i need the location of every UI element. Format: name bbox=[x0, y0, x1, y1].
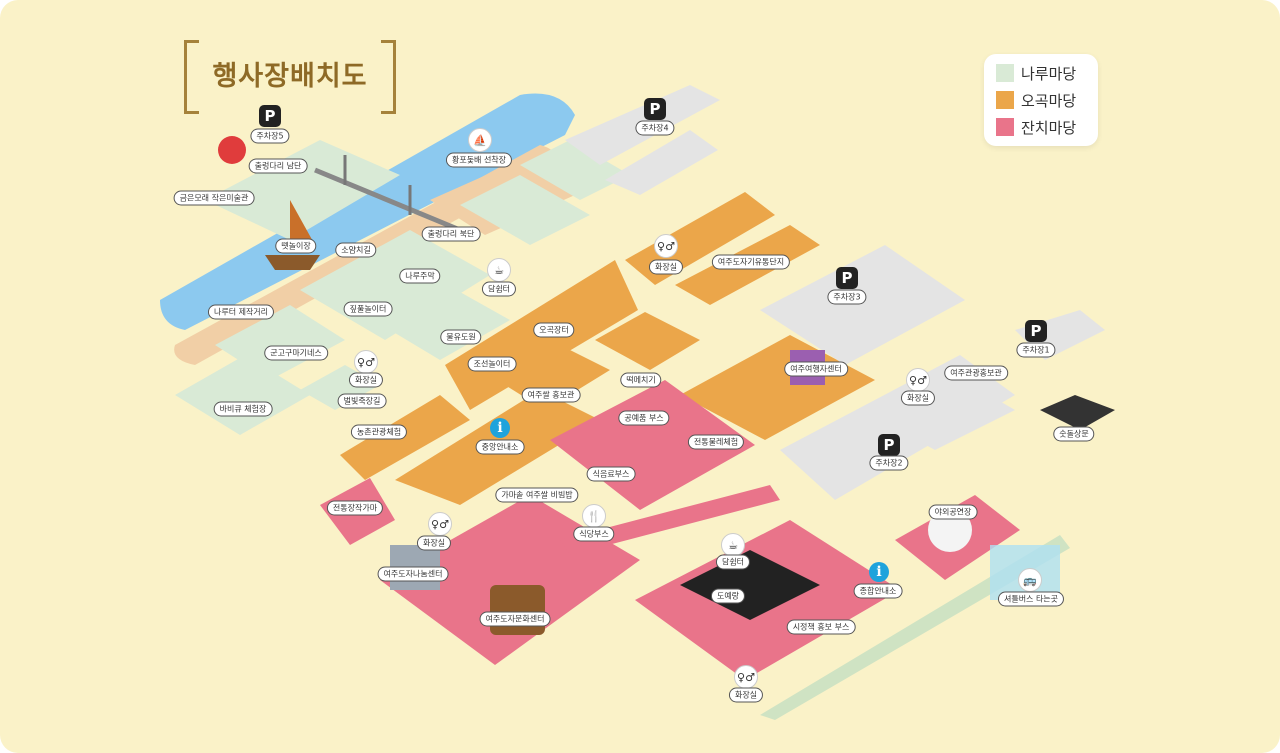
label-main-info: 중앙안내소 bbox=[475, 439, 525, 455]
legend-item-ogok: 오곡마당 bbox=[996, 89, 1076, 111]
naru-zone-c bbox=[520, 140, 630, 200]
parking-icon: P bbox=[1025, 320, 1047, 342]
legend-swatch bbox=[996, 118, 1014, 136]
label-city-booth: 시정책 홍보 부스 bbox=[786, 619, 856, 635]
map-title: 행사장배치도 bbox=[184, 40, 396, 114]
restroom-icon: ♀♂ bbox=[654, 234, 678, 258]
label-restaurant-booth: 식당부스 bbox=[573, 526, 615, 542]
hot-air-balloon bbox=[218, 136, 246, 164]
label-soap-bubble: 소얌치길 bbox=[335, 242, 377, 258]
label-outdoor-stage: 야외공연장 bbox=[928, 504, 978, 520]
label-restroom-right: 화장실 bbox=[900, 390, 936, 406]
legend-label: 잔치마당 bbox=[1021, 118, 1077, 137]
restroom-icon: ♀♂ bbox=[906, 368, 930, 392]
label-restroom-top: 화장실 bbox=[648, 259, 684, 275]
sailboat bbox=[265, 255, 320, 270]
page-title: 행사장배치도 bbox=[212, 61, 368, 92]
label-smoking: 담쉼터 bbox=[481, 281, 517, 297]
label-boat-yard: 뗏놀이장 bbox=[275, 238, 317, 254]
label-food-booth: 식음료부스 bbox=[586, 466, 636, 482]
label-parking1: 주차장1 bbox=[1016, 342, 1056, 358]
ogok-zone-b bbox=[340, 395, 470, 480]
label-joseon-play: 조선놀이터 bbox=[467, 356, 517, 372]
culture-center-building bbox=[490, 585, 545, 635]
legend-item-naru: 나루마당 bbox=[996, 62, 1076, 84]
restroom-icon: ♀♂ bbox=[428, 512, 452, 536]
label-smoking-2: 담쉼터 bbox=[715, 554, 751, 570]
tourism-plaza bbox=[880, 378, 1015, 450]
legend-swatch bbox=[996, 91, 1014, 109]
bus-icon: 🚌 bbox=[1018, 568, 1042, 592]
label-culture-center: 여주도자문화센터 bbox=[479, 611, 551, 627]
legend: 나루마당 오곡마당 잔치마당 bbox=[984, 54, 1098, 146]
naru-zone-g bbox=[175, 355, 310, 435]
label-mulyu: 물유도원 bbox=[440, 329, 482, 345]
road-strip bbox=[560, 485, 780, 555]
label-parking3: 주차장3 bbox=[827, 289, 867, 305]
label-bridge-south: 출렁다리 남단 bbox=[248, 158, 308, 174]
label-parking4: 주차장4 bbox=[635, 120, 675, 136]
label-crafts-booth: 공예품 부스 bbox=[618, 410, 670, 426]
label-bridge-north: 출렁다리 북단 bbox=[421, 226, 481, 242]
naru-zone-e bbox=[390, 292, 510, 360]
sailboat-icon: ⛵ bbox=[468, 128, 492, 152]
label-ceramics-experience: 전통물레체험 bbox=[687, 434, 745, 450]
legend-swatch bbox=[996, 64, 1014, 82]
parking-icon: P bbox=[259, 105, 281, 127]
label-art-museum: 금은모래 작은미술관 bbox=[173, 190, 255, 206]
label-rice-promo: 여주쌀 홍보관 bbox=[521, 387, 581, 403]
smoking-area-icon: ☕ bbox=[487, 258, 511, 282]
legend-label: 나루마당 bbox=[1021, 64, 1077, 83]
label-bbq: 바비큐 체험장 bbox=[213, 401, 273, 417]
label-farm-experience: 농촌관광체험 bbox=[350, 424, 408, 440]
title-bracket-right bbox=[381, 40, 396, 114]
label-craft-play: 짚풀놀이터 bbox=[343, 301, 393, 317]
legend-label: 오곡마당 bbox=[1021, 91, 1077, 110]
label-restroom-left: 화장실 bbox=[416, 535, 452, 551]
gate-roof bbox=[1040, 395, 1115, 430]
parking-icon: P bbox=[836, 267, 858, 289]
label-ceramic-complex: 여주도자기유통단지 bbox=[711, 254, 791, 270]
parking-icon: P bbox=[878, 434, 900, 456]
info-icon: i bbox=[490, 418, 510, 438]
label-sharing-center: 여주도자나눔센터 bbox=[377, 566, 449, 582]
naru-zone-a bbox=[205, 140, 400, 240]
label-tourism-promo: 여주관광홍보관 bbox=[944, 365, 1008, 381]
label-pottery-kiln: 전통장작가마 bbox=[326, 500, 384, 516]
label-rice-porridge: 벌빛죽장길 bbox=[337, 393, 387, 409]
ogok-zone-h bbox=[680, 335, 875, 440]
legend-item-janchi: 잔치마당 bbox=[996, 116, 1076, 138]
label-naru-market: 나루터 제작거리 bbox=[207, 304, 275, 320]
label-main-stage: 도예랑 bbox=[710, 588, 746, 604]
label-cauldron-bibimbap: 가마솥 여주쌀 비빔밥 bbox=[495, 487, 579, 503]
info-icon: i bbox=[869, 562, 889, 582]
label-ogok-market: 오곡장터 bbox=[533, 322, 575, 338]
restroom-icon: ♀♂ bbox=[734, 665, 758, 689]
smoking-area-icon: ☕ bbox=[721, 533, 745, 557]
label-parking2: 주차장2 bbox=[869, 455, 909, 471]
label-tourism-center: 여주여행자센터 bbox=[784, 361, 848, 377]
ogok-zone-e bbox=[595, 312, 700, 370]
label-general-info: 종합안내소 bbox=[853, 583, 903, 599]
label-restroom: 화장실 bbox=[348, 372, 384, 388]
title-bracket-left bbox=[184, 40, 199, 114]
label-charcoal-gate: 숫돌상문 bbox=[1053, 426, 1095, 442]
restroom-icon: ♀♂ bbox=[354, 350, 378, 374]
parking-3-lot bbox=[760, 245, 965, 365]
food-booth-icon: 🍴 bbox=[582, 504, 606, 528]
suspension-bridge bbox=[314, 167, 461, 233]
label-hwangpo-dock: 황포돛배 선착장 bbox=[445, 152, 513, 168]
label-tteok: 떡메치기 bbox=[620, 372, 662, 388]
label-sweetpotato: 군고구마기네스 bbox=[264, 345, 328, 361]
label-shuttle: 셔틀버스 타는곳 bbox=[997, 591, 1065, 607]
label-restroom-bottom: 화장실 bbox=[728, 687, 764, 703]
label-parking5: 주차장5 bbox=[250, 128, 290, 144]
parking-icon: P bbox=[644, 98, 666, 120]
parking-4b-lot bbox=[605, 130, 718, 195]
label-naru-tavern: 나루주막 bbox=[399, 268, 441, 284]
naru-zone-b bbox=[460, 175, 590, 245]
